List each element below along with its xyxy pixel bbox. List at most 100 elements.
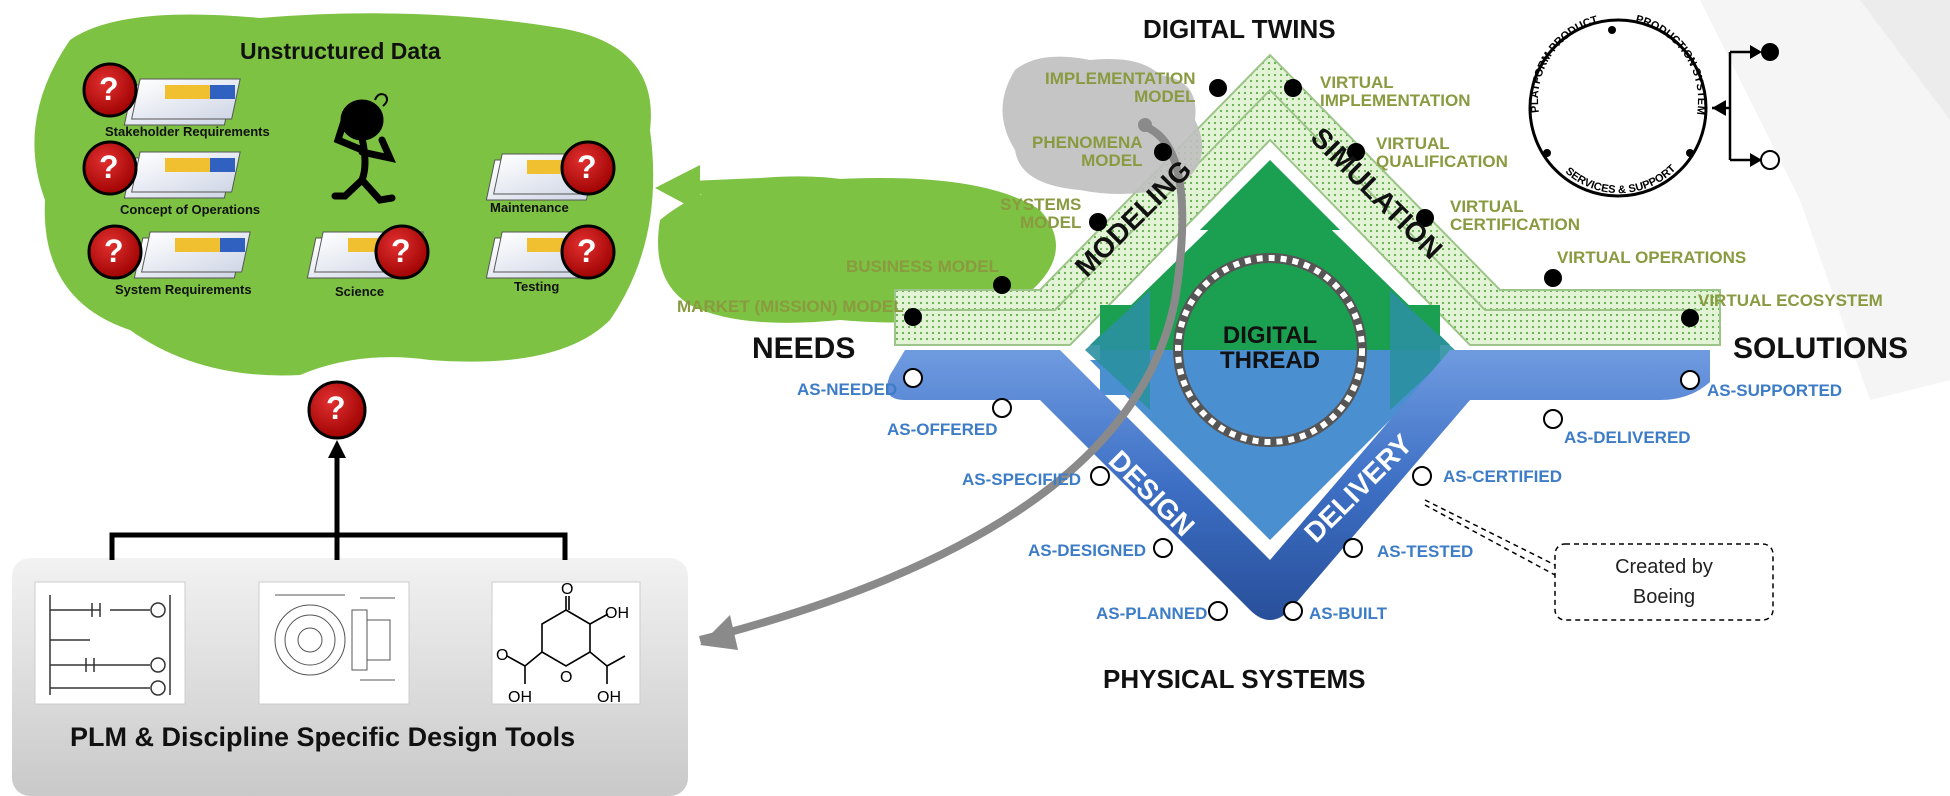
doc-stack-conops (123, 151, 241, 199)
boeing-note-line2: Boeing (1632, 586, 1696, 608)
doc-label-testing: Testing (514, 279, 560, 294)
model-label-systems: SYSTEMS MODEL (1000, 196, 1081, 232)
question-circle (82, 140, 138, 196)
as-label-certified: AS-CERTIFIED (1443, 467, 1562, 486)
model-dot (904, 308, 922, 326)
model-label-phenomena-line2: MODEL (1081, 151, 1143, 170)
molecule-atom-o-ring: O (560, 669, 572, 686)
thinking-figure-icon (331, 99, 396, 204)
as-dot (903, 368, 923, 388)
question-mark: ? (391, 233, 411, 269)
as-label-designed: AS-DESIGNED (1028, 541, 1147, 560)
molecule-atom-o-top: O (561, 581, 573, 598)
physical-systems-title: PHYSICAL SYSTEMS (1103, 664, 1366, 694)
model-label-virtual-qualification-line1: VIRTUAL (1376, 134, 1450, 153)
doc-label-science: Science (335, 284, 385, 299)
gray-curved-arrow (699, 121, 1187, 644)
gray-arrow-origin (1138, 118, 1152, 132)
as-label-offered: AS-OFFERED (887, 420, 998, 439)
model-label-virtual-operations: VIRTUAL OPERATIONS (1557, 248, 1747, 267)
solutions-title: SOLUTIONS (1733, 332, 1909, 365)
as-label-planned: AS-PLANNED (1096, 604, 1208, 623)
doc-stack-sysreq (133, 231, 251, 279)
molecule-atom-o-side: O (496, 647, 508, 664)
question-mark: ? (104, 233, 124, 269)
as-dot (1412, 466, 1432, 486)
boeing-callout-leader (1424, 499, 1556, 576)
as-dot (1283, 601, 1303, 621)
molecule-atom-oh-bottom: OH (597, 689, 621, 706)
model-label-phenomena-line1: PHENOMENA (1032, 133, 1143, 152)
digital-thread-line1: DIGITAL (1223, 322, 1317, 349)
as-label-delivered: AS-DELIVERED (1564, 428, 1691, 447)
model-label-implementation-line2: MODEL (1134, 87, 1196, 106)
product-ring-white-dot (1760, 150, 1780, 170)
question-circle (87, 224, 143, 280)
product-ring-arrowhead (1712, 100, 1726, 116)
model-label-virtual-certification-line2: CERTIFICATION (1450, 215, 1581, 234)
doc-stack-stakeholder (123, 78, 241, 126)
model-dot (1544, 269, 1562, 287)
question-circle (560, 224, 616, 280)
model-dot (1089, 213, 1107, 231)
ring-separator-dot (1543, 149, 1551, 157)
as-label-supported: AS-SUPPORTED (1707, 381, 1843, 400)
question-mark: ? (326, 390, 346, 426)
model-label-phenomena: PHENOMENA MODEL (1032, 134, 1143, 170)
question-circle (307, 380, 367, 440)
doc-label-maintenance: Maintenance (490, 200, 569, 215)
model-label-virtual-ecosystem: VIRTUAL ECOSYSTEM (1698, 291, 1883, 310)
background-chevron (1700, 0, 1950, 400)
background-chevron (1860, 0, 1950, 120)
question-mark: ? (99, 71, 119, 107)
as-label-tested: AS-TESTED (1377, 542, 1474, 561)
molecule-atom-oh-right: OH (605, 605, 629, 622)
product-ring (1528, 18, 1708, 198)
vertical-arrowhead-down (1200, 470, 1340, 535)
boeing-note: Created by Boeing (1555, 552, 1773, 612)
model-label-business: BUSINESS MODEL (846, 257, 1000, 276)
boeing-callout-box (1554, 543, 1774, 621)
model-label-systems-line1: SYSTEMS (1000, 195, 1082, 214)
unstructured-data-title: Unstructured Data (240, 38, 441, 64)
question-mark: ? (577, 149, 597, 185)
as-label-specified: AS-SPECIFIED (962, 470, 1082, 489)
as-dots (903, 368, 1700, 621)
model-dot (1681, 309, 1699, 327)
as-dot (1153, 538, 1173, 558)
green-arrowhead (655, 165, 700, 212)
model-label-market: MARKET (MISSION) MODEL (677, 297, 904, 316)
model-dot (993, 276, 1011, 294)
model-dot (1284, 79, 1302, 97)
doc-label-stakeholder: Stakeholder Requirements (105, 124, 270, 139)
model-dot (1154, 143, 1172, 161)
plm-title: PLM & Discipline Specific Design Tools (70, 722, 576, 752)
question-circle (560, 140, 616, 196)
model-dot (1347, 143, 1365, 161)
model-label-implementation: IMPLEMENTATION MODEL (1045, 70, 1195, 106)
digital-twins-title: DIGITAL TWINS (1143, 14, 1336, 44)
thinking-question-mark (374, 93, 389, 107)
product-ring-arrowhead-bottom (1750, 153, 1762, 167)
tool-image-molecule (491, 581, 641, 705)
product-ring-arrowhead-top (1750, 45, 1762, 59)
question-circle (374, 224, 430, 280)
model-label-virtual-implementation-line1: VIRTUAL (1320, 73, 1394, 92)
needs-title: NEEDS (752, 332, 856, 365)
as-label-built: AS-BUILT (1309, 604, 1388, 623)
model-label-virtual-qualification-line2: QUALIFICATION (1376, 152, 1508, 171)
horizontal-arrow-shaft-green (1100, 305, 1440, 350)
model-label-implementation-line1: IMPLEMENTATION (1045, 69, 1196, 88)
boeing-note-line1: Created by (1615, 556, 1713, 578)
model-dot (1416, 209, 1434, 227)
model-label-virtual-certification-line1: VIRTUAL (1450, 197, 1524, 216)
horizontal-arrowhead-right (1390, 290, 1455, 410)
model-label-virtual-implementation-line2: IMPLEMENTATION (1320, 91, 1471, 110)
as-dot (1090, 466, 1110, 486)
cloud-connection-blob (658, 178, 1056, 323)
doc-label-sysreq: System Requirements (115, 282, 252, 297)
model-label-virtual-certification: VIRTUAL CERTIFICATION (1450, 198, 1580, 234)
as-dot (1680, 370, 1700, 390)
as-dot (1543, 409, 1563, 429)
